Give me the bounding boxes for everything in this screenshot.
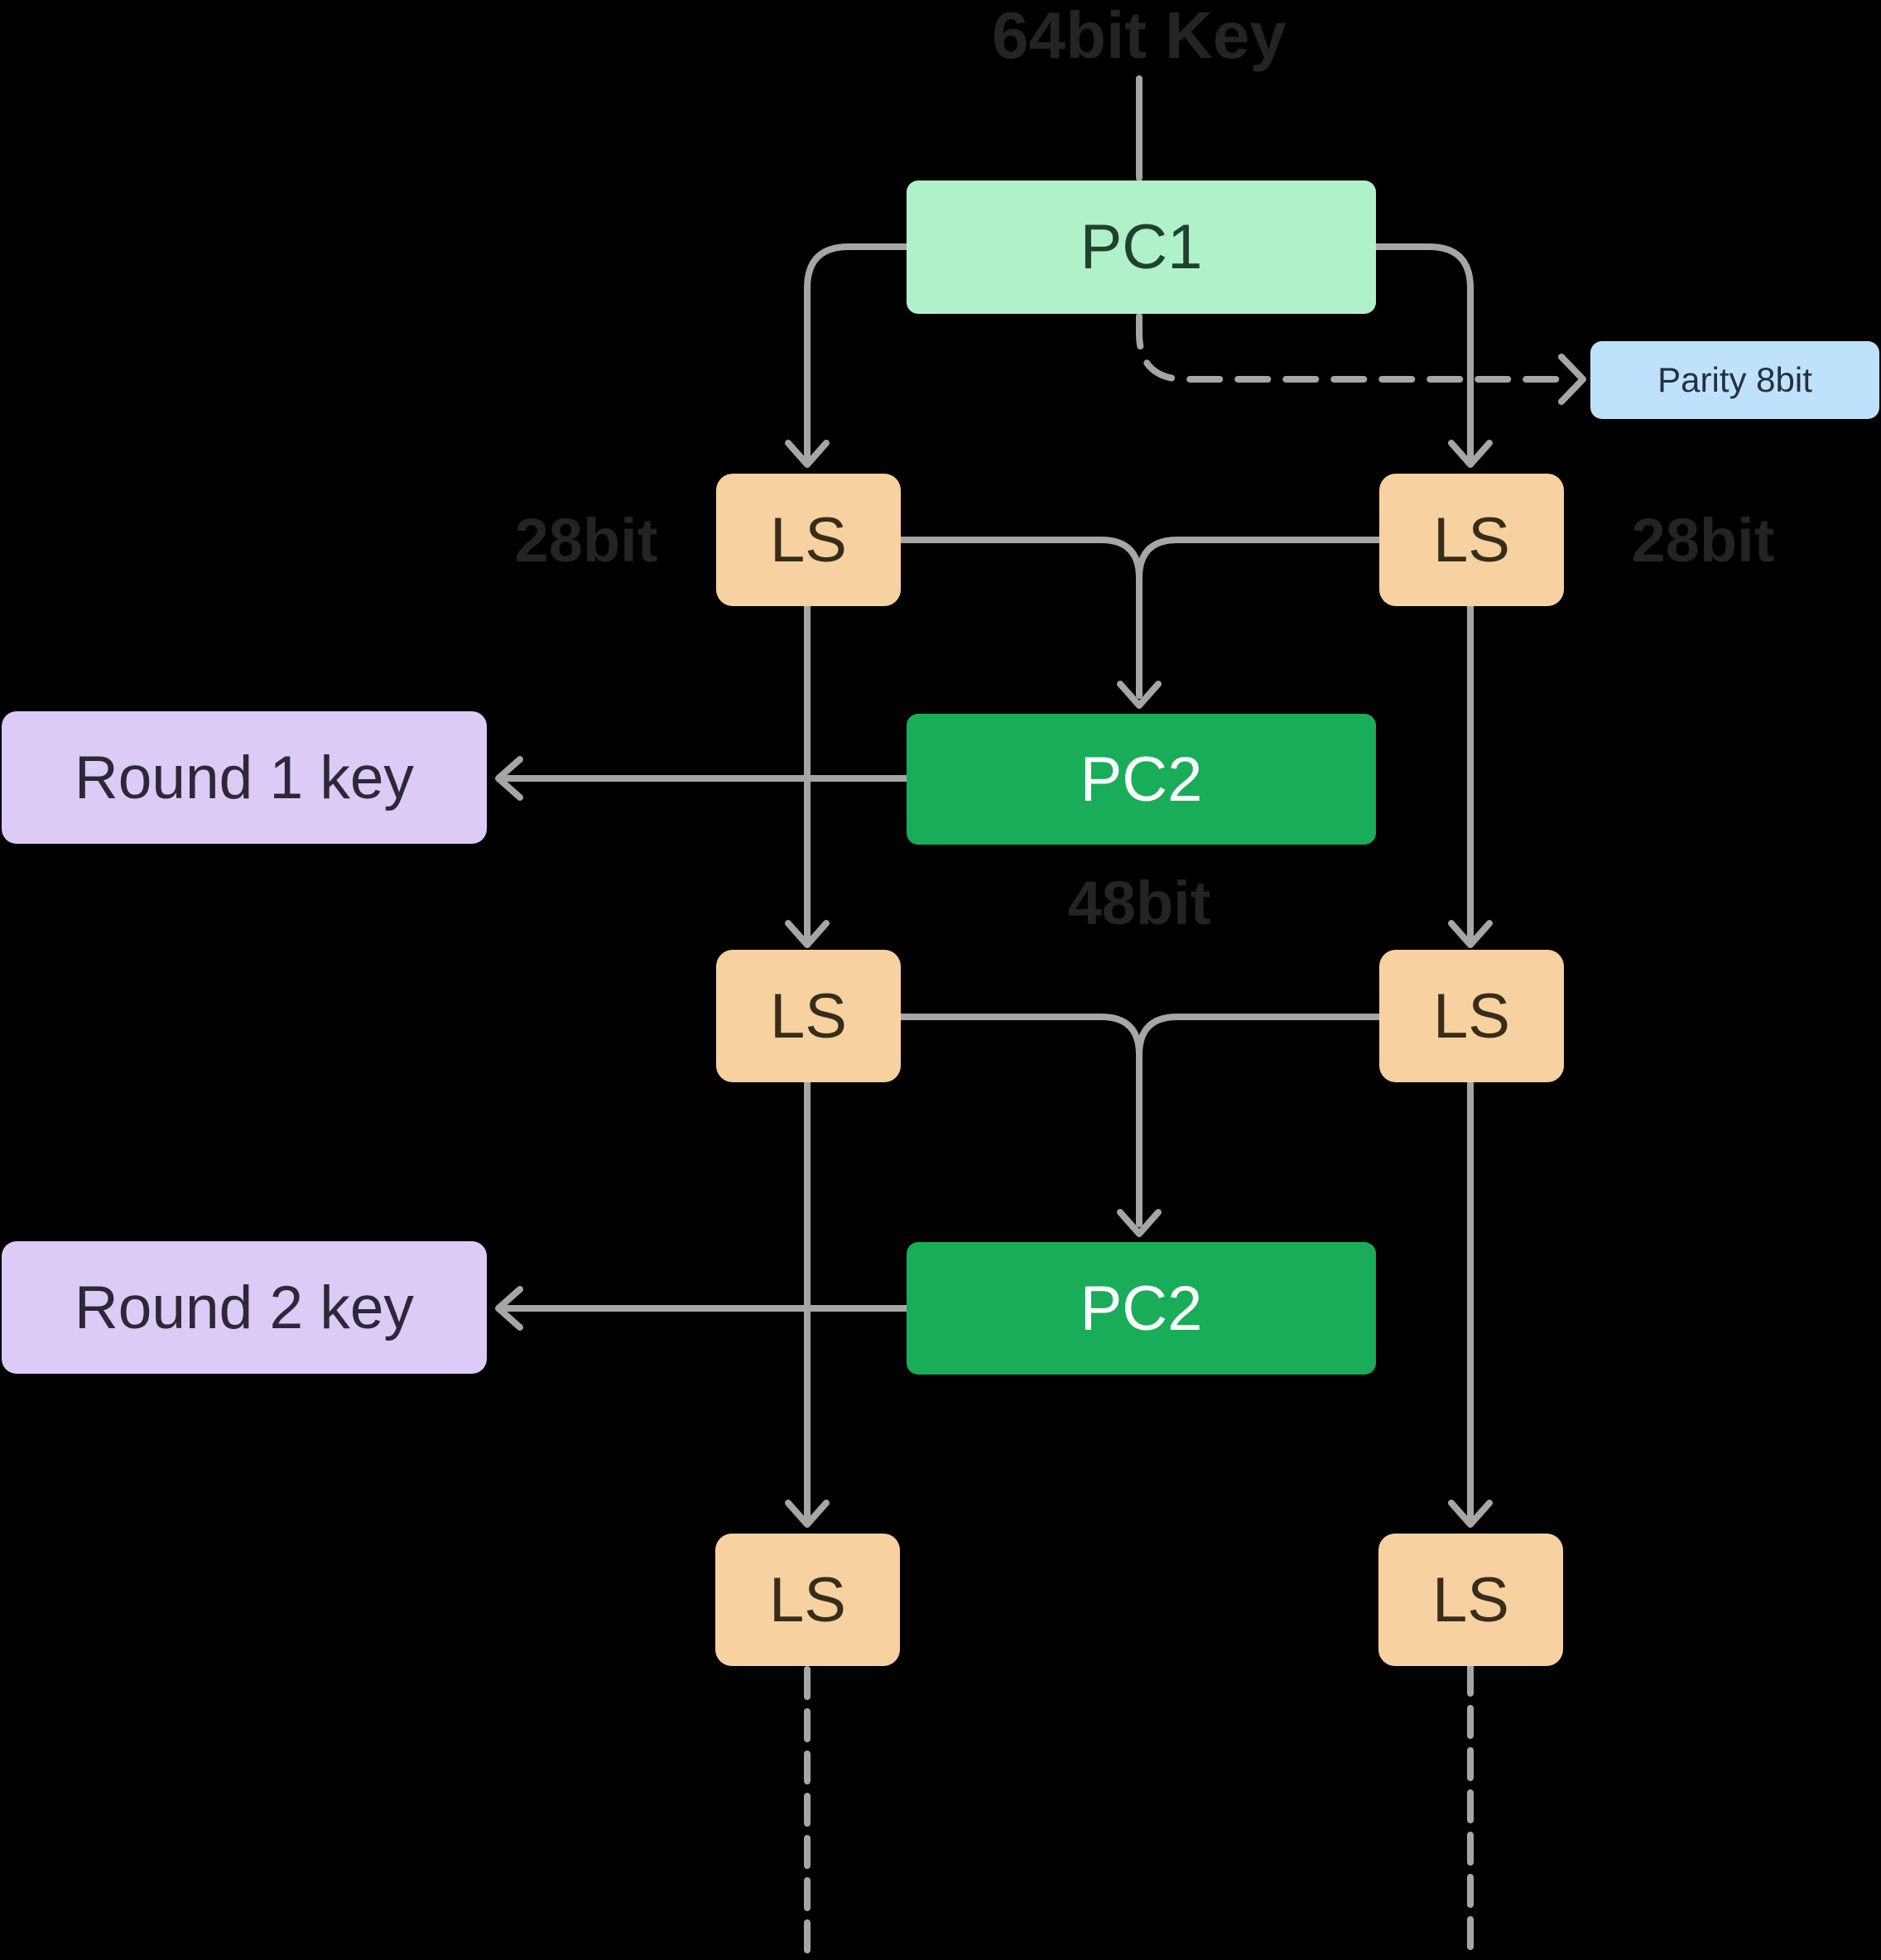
edge-ls1-left-to-pc2 [897, 537, 1143, 699]
ls-box-row3-left: LS [715, 1534, 900, 1666]
edge-ls1-right-to-pc2 [1136, 537, 1383, 581]
arrowhead-down-icon [1448, 440, 1493, 468]
ls-box-row3-right: LS [1378, 1534, 1563, 1666]
right-28bit-label: 28bit [1631, 505, 1775, 575]
round1-key-box: Round 1 key [2, 711, 487, 844]
ls-box-row2-right: LS [1379, 950, 1564, 1082]
left-28bit-label: 28bit [514, 505, 658, 575]
edge-ls2-right-to-pc2 [1136, 1014, 1383, 1058]
parity-box: Parity 8bit [1590, 341, 1879, 419]
pc2-box-round1: PC2 [907, 714, 1376, 845]
edge-pc1-to-ls1-right [1373, 243, 1474, 460]
ls-box-row1-left: LS [716, 474, 901, 606]
arrowhead-left-icon [495, 1286, 523, 1331]
arrowhead-down-icon [785, 440, 830, 468]
pc1-box: PC1 [907, 181, 1376, 314]
arrowhead-down-icon [785, 920, 830, 948]
edge-pc1-to-parity-dashed [1136, 313, 1560, 383]
arrowhead-down-icon [1117, 1209, 1162, 1237]
key-title-label: 64bit Key [992, 0, 1287, 72]
arrowhead-down-icon [785, 1500, 830, 1528]
edge-ls2-left-to-pc2 [897, 1014, 1143, 1227]
pc2-box-round2: PC2 [907, 1242, 1376, 1375]
ls-box-row1-right: LS [1379, 474, 1564, 606]
48bit-label: 48bit [1067, 868, 1211, 937]
edge-pc1-to-ls1-left [804, 243, 910, 460]
arrowhead-down-icon [1448, 920, 1493, 948]
arrowhead-right-icon [1558, 354, 1586, 405]
arrowhead-left-icon [495, 756, 523, 801]
round2-key-box: Round 2 key [2, 1241, 487, 1374]
arrowhead-down-icon [1117, 681, 1162, 709]
arrowhead-down-icon [1448, 1500, 1493, 1528]
ls-box-row2-left: LS [716, 950, 901, 1082]
